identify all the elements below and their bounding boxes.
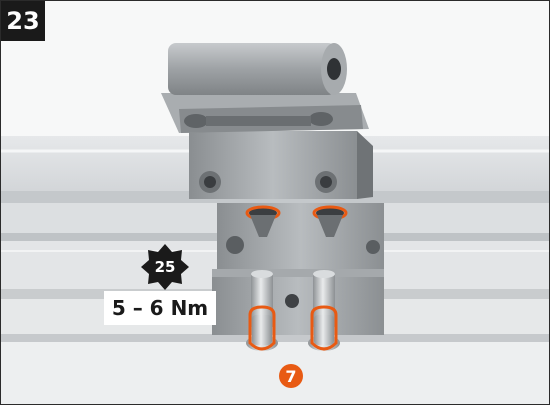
part-number: 7 [285,367,296,386]
torque-spec: 5 – 6 Nm [104,291,216,325]
torx-star-icon: 25 [141,244,189,290]
part-callout: 7 [279,364,303,388]
step-number: 23 [1,1,45,41]
torx-size: 25 [155,258,176,276]
